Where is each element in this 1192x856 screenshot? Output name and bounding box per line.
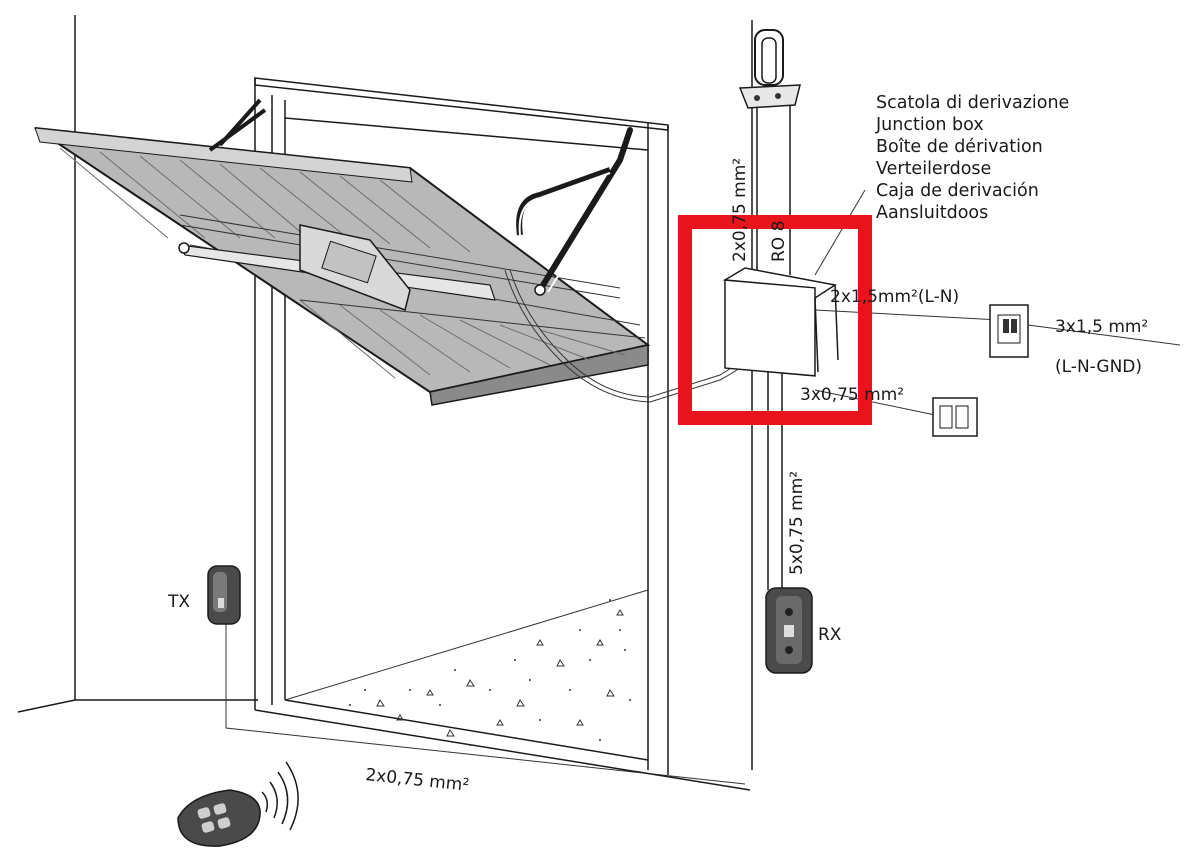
lamp-cable-label: 2x0,75 mm² [730, 158, 750, 262]
rx-label: RX [818, 625, 842, 645]
mains-conductors-label: (L-N-GND) [1055, 357, 1142, 377]
junction-box-labels: Scatola di derivazione Junction box Boît… [875, 93, 1069, 223]
vertical-conduit [767, 370, 783, 590]
floor-cable-label: 2x0,75 mm² [364, 765, 470, 796]
label-nl: Aansluitdoos [876, 203, 988, 223]
tx-label: TX [167, 592, 190, 612]
rx-photocell [765, 587, 813, 674]
remote-control [177, 761, 299, 847]
tx-photocell [207, 565, 241, 625]
key-switch-cable-label: 3x0,75 mm² [800, 385, 904, 405]
label-en: Junction box [875, 115, 984, 135]
mains-switch [989, 304, 1181, 358]
warning-lamp [738, 29, 801, 275]
power-in-label: 2x1,5mm²(L-N) [830, 287, 959, 307]
junction-box [722, 189, 1001, 416]
receiver-cable-label: 5x0,75 mm² [787, 471, 807, 575]
label-fr: Boîte de dérivation [876, 137, 1043, 157]
operator-mechanism [178, 98, 749, 403]
label-es: Caja de derivación [876, 181, 1039, 201]
label-de: Verteilerdose [876, 159, 991, 179]
junction-box-highlight [678, 215, 872, 425]
floor-cable [225, 620, 746, 785]
floor-gravel [284, 589, 649, 746]
key-selector [932, 397, 978, 437]
label-it: Scatola di derivazione [876, 93, 1069, 113]
room-walls [17, 15, 753, 770]
mains-label: 3x1,5 mm² [1055, 317, 1148, 337]
lamp-model-label: RO 8 [769, 221, 789, 262]
